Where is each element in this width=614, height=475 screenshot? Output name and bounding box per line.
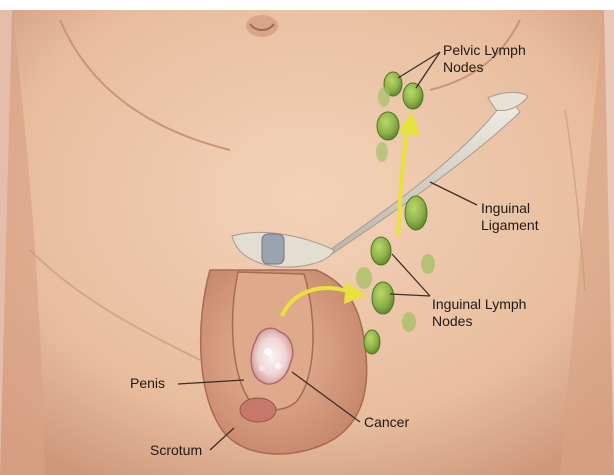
label-pelvic-lymph-nodes-line1: Pelvic Lymph [443,42,526,59]
label-inguinal-lymph-nodes: Inguinal Lymph Nodes [432,296,526,330]
label-inguinal-ligament-line1: Inguinal [481,200,539,217]
label-inguinal-lymph-nodes-line1: Inguinal Lymph [432,296,526,313]
label-inguinal-ligament: Inguinal Ligament [481,200,539,234]
label-pelvic-lymph-nodes: Pelvic Lymph Nodes [443,42,526,76]
label-cancer: Cancer [364,414,409,431]
label-scrotum: Scrotum [150,442,202,459]
label-inguinal-lymph-nodes-line2: Nodes [432,313,526,330]
label-penis: Penis [130,375,165,392]
navel [246,15,278,37]
label-pelvic-lymph-nodes-line2: Nodes [443,59,526,76]
label-inguinal-ligament-line2: Ligament [481,217,539,234]
